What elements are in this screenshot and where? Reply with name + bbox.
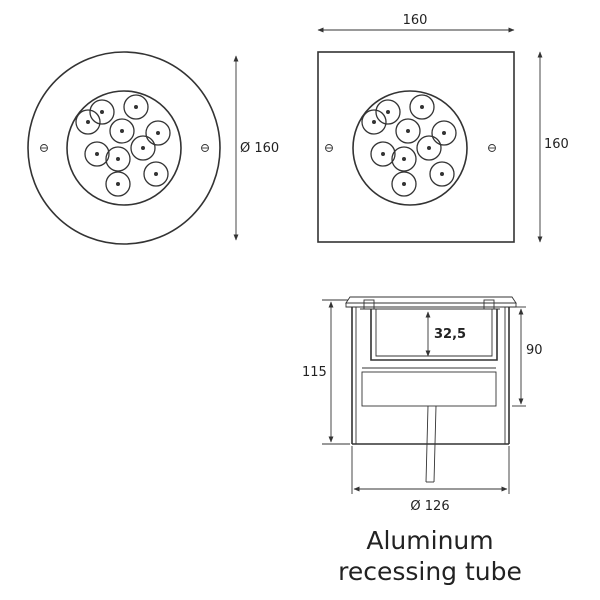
square-led	[431, 120, 457, 146]
square-led	[429, 161, 455, 187]
square-width-label: 160	[403, 13, 428, 28]
square-led	[391, 146, 417, 172]
square-height-label: 160	[544, 137, 569, 152]
round-led	[123, 94, 149, 120]
section-lower-body	[361, 371, 497, 407]
round-led	[130, 135, 156, 161]
round-led	[105, 146, 131, 172]
section-inner-depth-label: 32,5	[434, 327, 466, 342]
section-inner-housing	[370, 309, 498, 361]
square-lens-ring	[352, 90, 468, 206]
round-led	[75, 109, 101, 135]
section-flange-base	[345, 302, 517, 308]
square-screw-left	[325, 144, 333, 152]
section-clip-right	[483, 299, 495, 310]
section-view: 32,5 90 115 Ø 126	[302, 296, 543, 514]
square-led	[375, 99, 401, 125]
square-led	[391, 171, 417, 197]
round-fixture-view: Ø 160	[27, 51, 279, 245]
section-right-height-label: 90	[526, 343, 543, 358]
round-screw-left	[40, 144, 48, 152]
square-led	[416, 135, 442, 161]
round-lens-ring	[66, 90, 182, 206]
round-led	[145, 120, 171, 146]
section-clip-left	[363, 299, 375, 310]
round-outer-ring	[27, 51, 221, 245]
round-led	[84, 141, 110, 167]
square-led	[370, 141, 396, 167]
round-led-group	[75, 94, 171, 197]
square-led	[409, 94, 435, 120]
square-screw-right	[488, 144, 496, 152]
round-led	[143, 161, 169, 187]
round-led	[109, 118, 135, 144]
square-fixture-view: 160 160	[317, 13, 569, 243]
round-led	[105, 171, 131, 197]
round-led	[89, 99, 115, 125]
square-plate	[317, 51, 515, 243]
section-total-height-label: 115	[302, 365, 327, 380]
caption-line-1: Aluminum	[366, 526, 493, 555]
caption-line-2: recessing tube	[338, 557, 522, 586]
section-bottom-diameter-label: Ø 126	[410, 499, 449, 514]
square-led	[361, 109, 387, 135]
round-diameter-label: Ø 160	[240, 141, 279, 156]
square-led-group	[361, 94, 457, 197]
section-cable	[425, 405, 437, 483]
round-screw-right	[201, 144, 209, 152]
square-led	[395, 118, 421, 144]
